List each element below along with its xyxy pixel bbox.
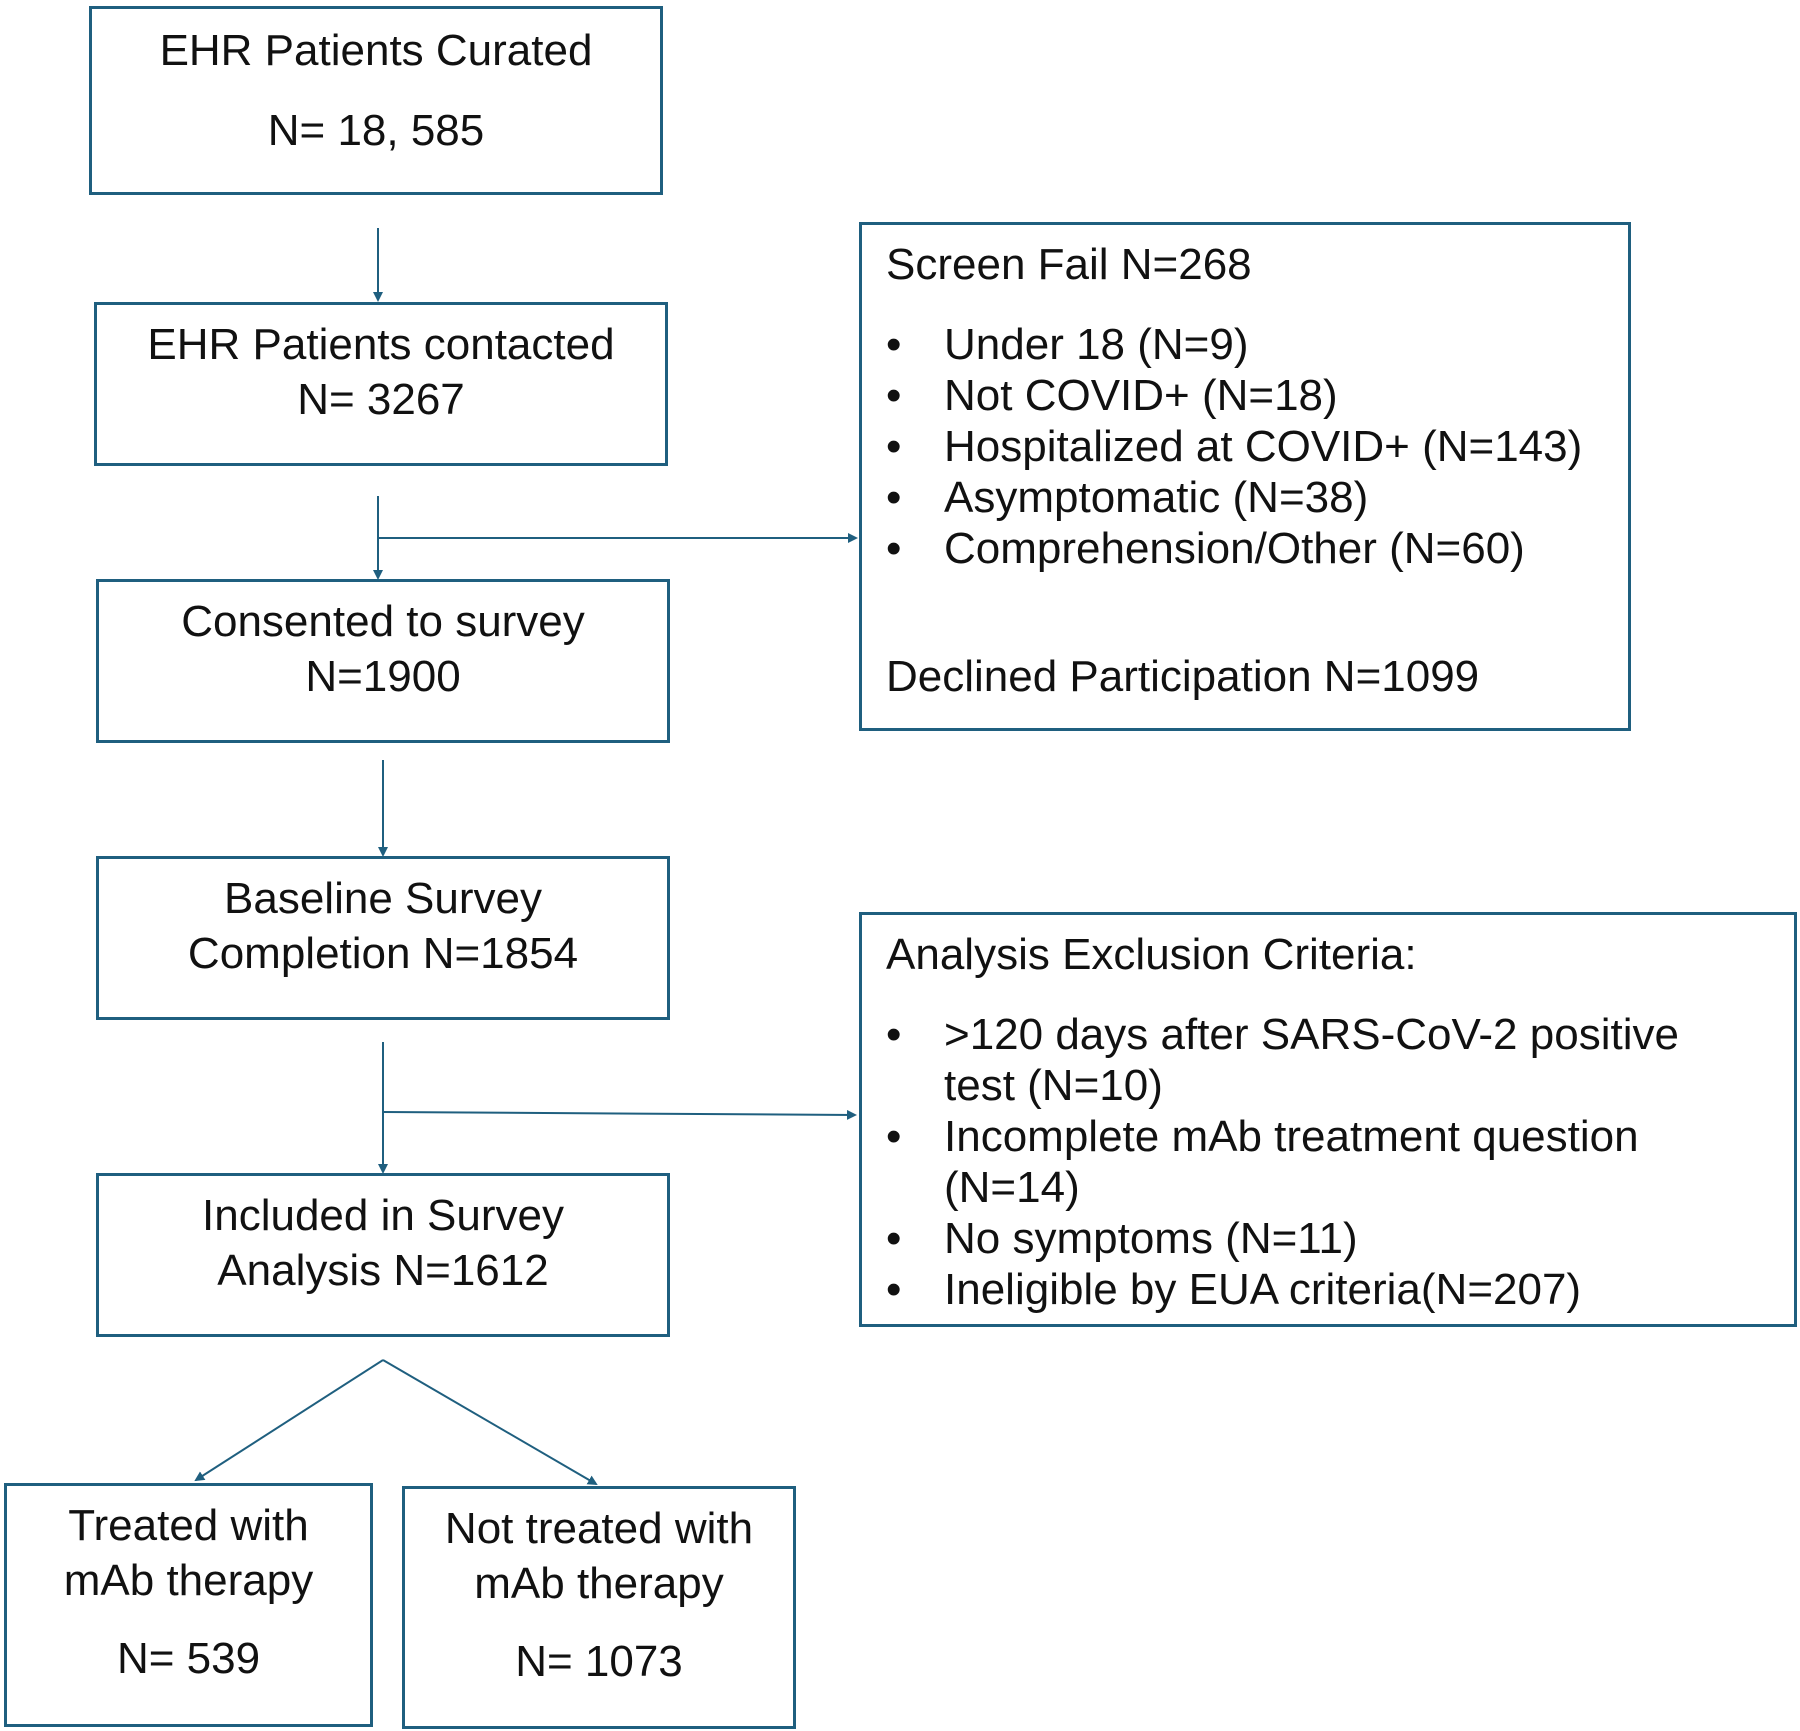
box-consented-to-survey: Consented to survey N=1900 xyxy=(96,579,670,743)
contacted-title: EHR Patients contacted xyxy=(147,320,615,369)
box-screen-fail: Screen Fail N=268 • Under 18 (N=9) • Not C… xyxy=(859,222,1631,731)
screen-fail-item: Under 18 (N=9) xyxy=(944,320,1249,369)
bullet-icon: • xyxy=(886,1265,902,1314)
bullet-icon: • xyxy=(886,1214,902,1263)
box-ehr-patients-curated: EHR Patients Curated N= 18, 585 xyxy=(89,6,663,195)
consented-title: Consented to survey xyxy=(181,597,585,646)
treated-line-1: Treated with xyxy=(68,1501,309,1550)
bullet-icon: • xyxy=(886,320,902,369)
box-analysis-exclusion: Analysis Exclusion Criteria: • >120 days … xyxy=(859,912,1797,1327)
treated-count: N= 539 xyxy=(116,1634,261,1683)
exclusion-item: No symptoms (N=11) xyxy=(944,1214,1358,1263)
screen-fail-item: Comprehension/Other (N=60) xyxy=(944,524,1525,573)
screen-fail-item: Asymptomatic (N=38) xyxy=(944,473,1369,522)
screen-fail-heading: Screen Fail N=268 xyxy=(886,240,1252,289)
bullet-icon: • xyxy=(886,1010,902,1059)
exclusion-item: Incomplete mAb treatment question (N=14) xyxy=(944,1112,1639,1212)
consented-count: N=1900 xyxy=(305,652,461,701)
box-treated-with-mab: Treated with mAb therapy N= 539 xyxy=(4,1483,373,1727)
baseline-line-1: Baseline Survey xyxy=(224,874,542,923)
list-item: • >120 days after SARS-CoV-2 positive tes… xyxy=(886,1009,1746,1111)
exclusion-item: Ineligible by EUA criteria(N=207) xyxy=(944,1265,1582,1314)
curated-count: N= 18, 585 xyxy=(267,106,485,155)
included-line-2: Analysis N=1612 xyxy=(217,1246,549,1295)
curated-title: EHR Patients Curated xyxy=(159,26,593,75)
contacted-count: N= 3267 xyxy=(297,375,465,424)
list-item: • No symptoms (N=11) xyxy=(886,1213,1746,1264)
branch-to-not-treated xyxy=(382,1359,598,1486)
box-ehr-patients-contacted: EHR Patients contacted N= 3267 xyxy=(94,302,668,466)
list-item: • Hospitalized at COVID+ (N=143) xyxy=(886,421,1628,472)
screen-fail-list: • Under 18 (N=9) • Not COVID+ (N=18) • Hosp… xyxy=(886,319,1628,574)
bullet-icon: • xyxy=(886,524,902,573)
bullet-icon: • xyxy=(886,1112,902,1161)
included-line-1: Included in Survey xyxy=(202,1191,564,1240)
not-treated-line-2: mAb therapy xyxy=(474,1559,724,1608)
not-treated-line-1: Not treated with xyxy=(444,1504,754,1553)
screen-fail-item: Hospitalized at COVID+ (N=143) xyxy=(944,422,1583,471)
not-treated-count: N= 1073 xyxy=(515,1637,683,1686)
bullet-icon: • xyxy=(886,473,902,522)
list-item: • Under 18 (N=9) xyxy=(886,319,1628,370)
box-included-in-analysis: Included in Survey Analysis N=1612 xyxy=(96,1173,670,1337)
exclusion-item: >120 days after SARS-CoV-2 positive test… xyxy=(944,1010,1679,1110)
list-item: • Incomplete mAb treatment question (N=14… xyxy=(886,1111,1746,1213)
box-not-treated-with-mab: Not treated with mAb therapy N= 1073 xyxy=(402,1486,796,1729)
branch-to-treated xyxy=(194,1359,384,1482)
baseline-line-2: Completion N=1854 xyxy=(187,929,579,978)
box-baseline-survey: Baseline Survey Completion N=1854 xyxy=(96,856,670,1020)
list-item: • Asymptomatic (N=38) xyxy=(886,472,1628,523)
screen-fail-item: Not COVID+ (N=18) xyxy=(944,371,1338,420)
treated-line-2: mAb therapy xyxy=(63,1556,314,1605)
arrow-to-exclusion xyxy=(382,1109,857,1120)
list-item: • Ineligible by EUA criteria(N=207) xyxy=(886,1264,1746,1315)
list-item: • Comprehension/Other (N=60) xyxy=(886,523,1628,574)
list-item: • Not COVID+ (N=18) xyxy=(886,370,1628,421)
bullet-icon: • xyxy=(886,371,902,420)
bullet-icon: • xyxy=(886,422,902,471)
declined-participation: Declined Participation N=1099 xyxy=(886,652,1480,701)
exclusion-list: • >120 days after SARS-CoV-2 positive tes… xyxy=(886,1009,1746,1315)
exclusion-heading: Analysis Exclusion Criteria: xyxy=(886,930,1417,979)
